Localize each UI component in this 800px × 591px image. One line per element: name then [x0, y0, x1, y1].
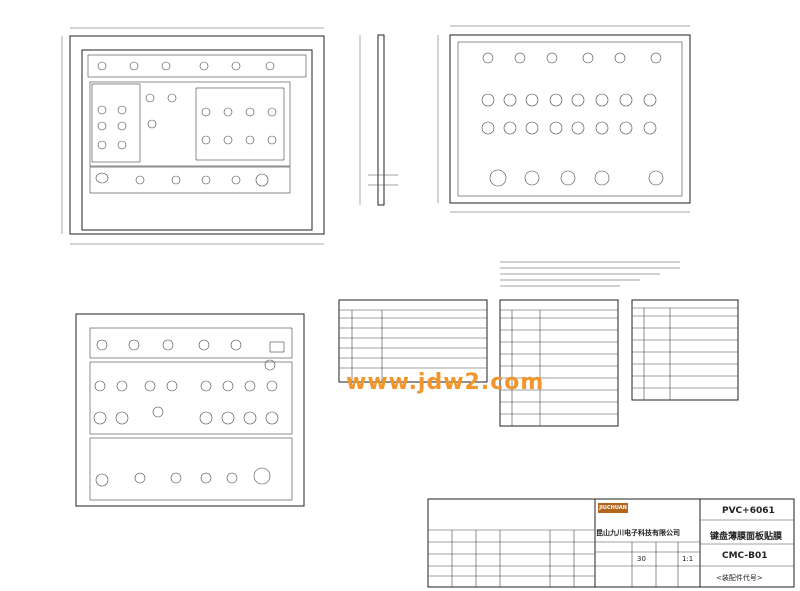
- key-symbols-top: [95, 61, 277, 187]
- keypad-section: [89, 81, 291, 167]
- company-name: 昆山九川电子科技有限公司: [596, 529, 680, 537]
- bottom-button-section: [89, 166, 291, 194]
- drawing-number: CMC-B01: [722, 551, 768, 561]
- hole-plate-frame: [449, 34, 691, 204]
- drilling-tapping-section: [87, 54, 307, 78]
- hole-circles: [481, 52, 664, 187]
- bottom-left-panel-drawing: [75, 313, 305, 507]
- top-left-panel-drawing: [61, 27, 325, 245]
- bottom-panel-connector: [269, 341, 285, 353]
- function-table-1: [338, 299, 488, 383]
- watermark-text: www.jdw2.com: [346, 370, 545, 395]
- title-block-outer: [427, 498, 795, 588]
- scale-value: 1:1: [682, 555, 694, 563]
- right-key-group: [195, 87, 285, 161]
- part-name: 键盘薄膜面板贴膜: [710, 532, 783, 542]
- function-table-2: [499, 299, 619, 427]
- panel-outer-frame: [69, 35, 325, 235]
- bottom-panel-keys: [93, 339, 279, 487]
- company-logo: JIUCHUAN: [598, 503, 628, 513]
- bottom-panel-top-section: [89, 327, 293, 359]
- quantity-value: 30: [637, 555, 646, 563]
- material-label: PVC+6061: [722, 506, 775, 516]
- bottom-panel-outer: [75, 313, 305, 507]
- bottom-panel-lower-section: [89, 437, 293, 501]
- left-key-group: [91, 83, 141, 163]
- hole-pattern-drawing: [437, 25, 691, 213]
- table-2-frame: [499, 299, 619, 427]
- panel-inner-frame: [81, 49, 313, 231]
- assembly-note: <装配件代号>: [716, 574, 763, 582]
- table-3-frame: [631, 299, 739, 401]
- function-table-3: [631, 299, 739, 401]
- side-profile-view: [359, 34, 398, 206]
- table-1-frame: [338, 299, 488, 383]
- technical-notes: [500, 261, 680, 287]
- title-block-frame: [427, 498, 795, 588]
- side-panel-body: [377, 34, 385, 206]
- bottom-panel-key-section: [89, 361, 293, 435]
- hole-plate-inner: [457, 41, 683, 197]
